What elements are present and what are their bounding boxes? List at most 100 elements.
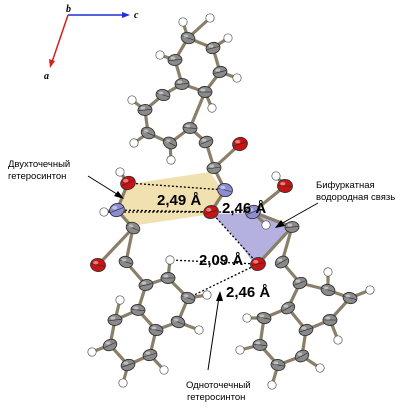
oxygen-atom-uo2: [203, 204, 219, 220]
carbon-atom-u13: [206, 162, 222, 174]
hydrogen-atom-dh3: [118, 378, 128, 388]
axis-a-line: [51, 14, 69, 63]
two-point-synthon-label-line2: гетеросинтон: [8, 171, 66, 182]
hydrogen-atom-uh5: [223, 33, 233, 43]
hydrogen-bond-lo1-un1: [127, 182, 226, 191]
bond-rc1-ro2: [256, 225, 294, 266]
carbon-atom-u7: [155, 88, 171, 102]
carbon-atom-u3: [174, 78, 190, 90]
carbon-atom-d11: [160, 272, 176, 284]
carbon-atom-d3: [130, 304, 146, 316]
carbon-atom-d1: [118, 255, 134, 269]
hydrogen-atom-uh9: [205, 13, 215, 23]
hydrogen-atom-rh1: [271, 171, 281, 181]
carbon-atom-d5: [142, 348, 158, 362]
hydrogen-atom-eh2: [235, 345, 245, 355]
carbon-atom-e3: [280, 301, 296, 315]
hydrogen-atom-dh7: [165, 255, 175, 265]
hydrogen-atom-dh1: [115, 295, 125, 305]
axis-c-label: c: [134, 10, 139, 21]
carbon-atom-u1: [180, 31, 196, 45]
one-point-synthon-arrow: [207, 296, 220, 371]
carbon-atom-rc1: [284, 221, 300, 233]
one-point-synthon-label-line2: гетеросинтон: [187, 392, 245, 403]
distance-label-bifurcated-lower: 2,09 Å: [199, 252, 243, 269]
distance-label-two-point: 2,49 Å: [157, 192, 201, 209]
carbon-atom-e2: [292, 276, 308, 290]
bifurcated-bond-label-line1: Бифуркатная: [316, 180, 375, 191]
hydrogen-atom-dh5: [194, 325, 204, 335]
hydrogen-atom-uh1: [178, 17, 188, 27]
nitrogen-atom-un1: [217, 182, 233, 198]
annotations: Двухточечный гетеросинтон Бифуркатная во…: [8, 159, 395, 403]
annotation-arrows: [87, 175, 319, 371]
hydrogen-atom-dh2: [87, 347, 97, 357]
hydrogen-atom-uh7: [129, 138, 139, 148]
carbon-atom-e5: [252, 339, 268, 351]
carbon-atom-e11: [322, 314, 338, 326]
carbon-atom-u4: [197, 86, 213, 98]
one-point-synthon-label-line1: Одноточечный: [186, 380, 251, 391]
hydrogen-atom-eh6: [365, 285, 375, 295]
carbon-atom-e9: [320, 283, 336, 297]
hydrogen-atom-uh4: [232, 73, 242, 83]
distance-label-bifurcated-upper: 2,46 Å: [222, 200, 266, 217]
hydrogen-atom-uh6: [127, 95, 137, 105]
hydrogen-atom-eh7: [333, 335, 343, 345]
carbon-atom-e1: [274, 255, 290, 269]
carbon-atom-d8: [107, 314, 123, 326]
distance-labels: 2,49 Å 2,46 Å 2,09 Å 2,46 Å: [157, 192, 270, 301]
hydrogen-atom-uh2: [155, 50, 165, 60]
carbon-atom-d6: [120, 358, 136, 372]
hydrogen-atom-dh6: [202, 290, 212, 300]
oxygen-atom-uo1: [232, 136, 248, 152]
carbon-atom-u8: [137, 104, 153, 116]
hydrogen-bond-ro2-d10: [187, 263, 259, 299]
bifurcated-bond-arrowhead: [275, 220, 285, 228]
axis-a-label: a: [44, 71, 49, 82]
carbon-atom-e8: [298, 323, 314, 337]
carbon-atom-d10: [180, 291, 196, 305]
hydrogen-atom-eh4: [315, 363, 325, 373]
hydrogen-atom-eh5: [323, 267, 333, 277]
carbon-atom-d9: [170, 315, 186, 329]
carbon-atom-u10: [162, 136, 178, 150]
carbon-atom-u2: [167, 54, 183, 66]
bifurcated-bond-arrow: [278, 202, 319, 226]
bond-lc1-lo2: [96, 226, 135, 267]
hydrogen-atom-dh4: [159, 365, 169, 375]
oxygen-atom-ro2: [250, 257, 266, 271]
hydrogen-atom-eh1: [242, 313, 252, 323]
carbon-atom-lc1: [125, 221, 141, 235]
hydrogen-atom-rh2: [261, 220, 271, 230]
crystal-axes: b c a: [44, 4, 139, 82]
two-point-synthon-label-line1: Двухточечный: [8, 159, 70, 170]
carbon-atom-u11: [182, 122, 198, 134]
carbon-atom-e4: [256, 311, 272, 325]
nitrogen-atom-ln1: [109, 202, 125, 218]
axis-a-arrowhead: [49, 59, 55, 68]
nitrogen-atom-rn1: [245, 204, 261, 220]
hydrogen-atom-lh1: [115, 167, 125, 177]
bifurcated-bond-label-line2: водородная связь: [316, 192, 395, 203]
carbon-atom-u5: [212, 65, 228, 79]
oxygen-atom-lo2: [90, 258, 106, 272]
carbon-atom-u9: [140, 126, 156, 140]
carbon-atom-d4: [148, 323, 164, 337]
distance-label-one-point: 2,46 Å: [226, 284, 270, 301]
hydrogen-atom-eh3: [267, 380, 277, 390]
carbon-atom-d7: [102, 338, 118, 352]
oxygen-atom-lo1: [120, 175, 136, 191]
hydrogen-atom-uh8: [166, 155, 176, 165]
carbon-atom-e10: [342, 291, 358, 305]
two-point-synthon-arrow: [87, 175, 121, 197]
oxygen-atom-ro1: [277, 179, 293, 193]
hydrogen-atom-uh3: [207, 103, 217, 113]
axis-b-label: b: [66, 4, 71, 15]
carbon-atom-e7: [294, 349, 310, 363]
axis-c-arrowhead: [122, 12, 130, 18]
two-point-synthon-arrowhead: [114, 191, 124, 199]
bond-u11-u4: [188, 90, 207, 130]
